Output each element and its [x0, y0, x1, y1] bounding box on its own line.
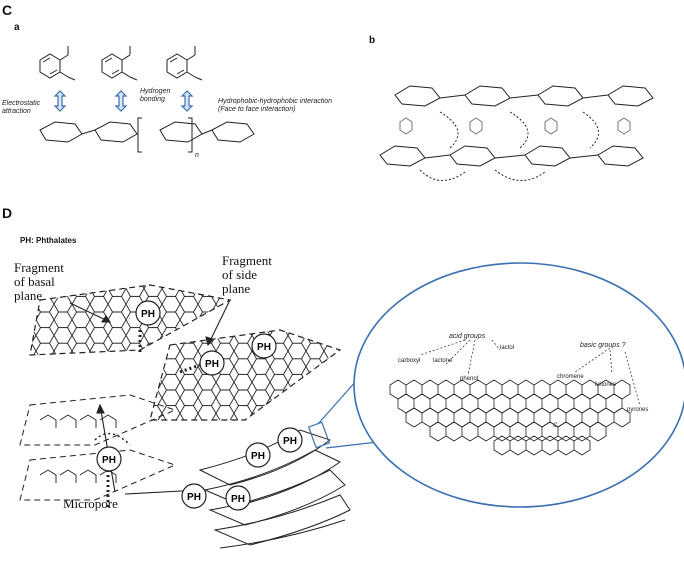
glucose-chain-b-top — [394, 85, 654, 107]
zoom-ellipse — [353, 262, 684, 508]
ph-label-3: PH — [257, 342, 271, 353]
label-chromene: chromene — [557, 374, 584, 380]
label-phenol: phenol — [460, 376, 479, 382]
label-ketones: ketones — [595, 382, 617, 388]
phthalate-molecule-1 — [39, 46, 76, 81]
label-lactol: lactol — [500, 345, 515, 351]
label-carboxyl: carboxyl — [398, 358, 421, 364]
ph-caption: PH: Phthalates — [20, 236, 77, 245]
interaction-arrows — [53, 90, 194, 112]
ph-label-1: PH — [141, 309, 155, 320]
phthalates-intercalated — [399, 117, 631, 135]
label-n: n — [195, 152, 199, 159]
phthalate-molecule-2 — [101, 46, 138, 81]
subpanel-b-letter: b — [369, 35, 376, 46]
phthalate-molecule-3 — [166, 46, 203, 81]
label-acid-groups: acid groups — [449, 333, 486, 340]
ph-label-8: PH — [231, 494, 245, 505]
ph-label-7: PH — [187, 492, 201, 503]
label-hydrophobic: Hydrophobic-hydrophobic interaction (Fac… — [218, 98, 333, 113]
label-c: C — [553, 423, 558, 429]
ph-label-4: PH — [102, 455, 116, 466]
label-side-plane: Fragment of side plane — [222, 253, 272, 296]
panel-c-letter: C — [2, 2, 13, 18]
glucose-chain-a — [39, 117, 255, 153]
label-basal-plane: Fragment of basal plane — [14, 260, 64, 303]
ph-label-5: PH — [251, 451, 265, 462]
subpanel-a-letter: a — [14, 22, 20, 33]
label-lactone: lactone — [433, 358, 453, 364]
label-hydrogen-bonding: Hydrogen bonding — [140, 88, 171, 103]
basal-plane-fragment — [29, 284, 232, 356]
side-plane-fragment — [149, 329, 342, 421]
label-pyrones: pyrones — [627, 407, 649, 413]
ph-label-2: PH — [205, 359, 219, 370]
label-basic-groups: basic groups ? — [580, 342, 626, 349]
hydrogen-bond-dashes — [419, 111, 599, 181]
label-electrostatic: Electrostatic attraction — [2, 100, 41, 115]
ph-label-6: PH — [283, 436, 297, 447]
ph-circles — [96, 300, 303, 511]
polycyclic-surface — [389, 379, 631, 456]
panel-d-letter: D — [2, 205, 13, 221]
glucose-chain-b-bottom — [379, 145, 644, 167]
